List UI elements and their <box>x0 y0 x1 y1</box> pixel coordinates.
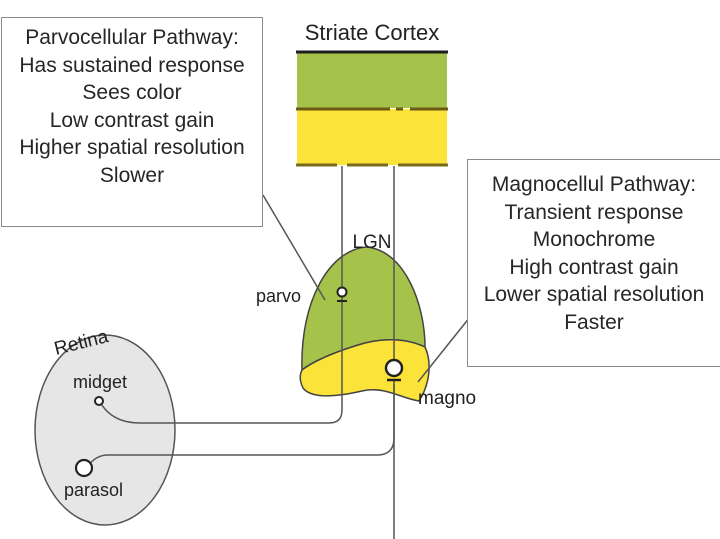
parvo-label: parvo <box>256 286 301 306</box>
parasol-label: parasol <box>64 480 123 500</box>
lgn-magno-layer <box>299 339 430 402</box>
parvo-box-line: Low contrast gain <box>49 108 215 132</box>
cortex-title: Striate Cortex <box>305 20 440 45</box>
midget-cell <box>94 396 104 406</box>
cortex-yellow-layer <box>297 109 447 165</box>
parasol-cell <box>74 458 94 478</box>
striate-cortex <box>296 50 448 167</box>
midget-label: midget <box>73 372 127 392</box>
magno-box-line: Faster <box>564 310 624 334</box>
parvocellular-pathway-box: Parvocellular Pathway: Has sustained res… <box>1 17 263 227</box>
magnocellular-pathway-box: Magnocellul Pathway: Transient response … <box>467 159 720 367</box>
pathway-lines <box>87 166 475 539</box>
parvo-box-line: Slower <box>99 163 165 187</box>
magno-cell <box>384 358 404 382</box>
parvo-box-title: Parvocellular Pathway: <box>25 26 239 49</box>
magno-to-parasol-axon <box>87 381 395 467</box>
magno-box-line: Transient response <box>504 200 684 224</box>
parvo-box-line: Has sustained response <box>19 53 245 77</box>
cortex-green-layer <box>297 52 447 108</box>
parvo-cell <box>336 286 348 302</box>
magno-box-line: Monochrome <box>532 228 656 251</box>
magno-label: magno <box>418 388 476 409</box>
parvo-box-line: Higher spatial resolution <box>19 136 245 159</box>
retina <box>34 334 176 526</box>
parvo-axon <box>99 166 343 424</box>
magno-box-line: High contrast gain <box>509 255 679 279</box>
lgn <box>299 246 430 402</box>
magno-box-line: Lower spatial resolution <box>483 283 705 306</box>
lgn-label: LGN <box>352 232 391 253</box>
parvo-callout-line <box>262 194 326 301</box>
parvo-box-line: Sees color <box>82 81 182 104</box>
magno-callout-line <box>417 311 475 383</box>
magno-box-title: Magnocellul Pathway: <box>491 173 697 196</box>
